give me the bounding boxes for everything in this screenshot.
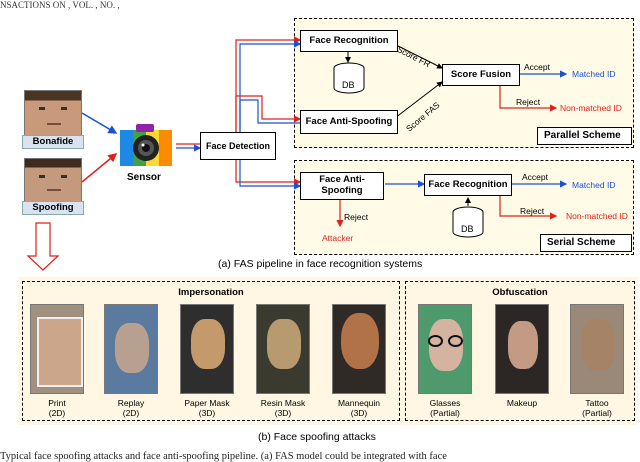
reject-parallel-label: Reject [516, 97, 541, 107]
matched-id-serial: Matched ID [572, 180, 616, 190]
makeup-attack-image [495, 304, 549, 394]
db-parallel-icon [332, 62, 366, 99]
paper-mask-attack-image [180, 304, 234, 394]
camera-sensor-icon [116, 120, 176, 175]
serial-scheme-label: Serial Scheme [540, 234, 632, 252]
caption-b: (b) Face spoofing attacks [258, 431, 376, 443]
replay-label: Replay(2D) [117, 398, 145, 419]
fas-serial-line2: Spoofing [321, 185, 363, 196]
tattoo-label: Tattoo(Partial) [582, 398, 612, 419]
parallel-scheme-label: Parallel Scheme [537, 127, 632, 145]
fas-serial-line1: Face Anti- [319, 174, 365, 186]
sensor-label: Sensor [127, 172, 161, 183]
attacker-label: Attacker [322, 233, 354, 243]
face-anti-spoofing-serial-box: Face Anti- Spoofing [300, 172, 384, 200]
tattoo-attack-image [570, 304, 624, 394]
impersonation-title: Impersonation [178, 287, 244, 298]
glasses-label: Glasses(Partial) [429, 398, 461, 419]
face-anti-spoofing-parallel-box: Face Anti-Spoofing [300, 110, 398, 134]
print-label: Print(2D) [48, 398, 66, 419]
resin-mask-attack-image [256, 304, 310, 394]
glasses-attack-image [418, 304, 472, 394]
reject-serial-label: Reject [520, 206, 545, 216]
db-serial-label: DB [461, 224, 474, 234]
mannequin-label: Mannequin(3D) [337, 398, 381, 419]
makeup-label: Makeup [506, 398, 538, 408]
spoofing-label: Spoofing [22, 201, 84, 215]
print-attack-image [30, 304, 84, 394]
face-recognition-parallel-box: Face Recognition [300, 30, 398, 52]
impersonation-group [22, 281, 400, 421]
obfuscation-title: Obfuscation [492, 287, 548, 298]
obfuscation-group [405, 281, 635, 421]
matched-id-parallel: Matched ID [572, 69, 616, 79]
bonafide-face-image [24, 90, 82, 136]
spoofing-arrow [81, 153, 118, 183]
mannequin-attack-image [332, 304, 386, 394]
pipeline-connectors [26, 36, 568, 271]
db-parallel-label: DB [342, 80, 355, 90]
db-serial-icon [451, 206, 485, 243]
bonafide-label: Bonafide [22, 135, 84, 149]
page-header: NSACTIONS ON , VOL. , NO. , [0, 0, 120, 10]
face-recognition-serial-box: Face Recognition [424, 174, 512, 196]
spoofing-face-image [24, 158, 82, 202]
accept-parallel-label: Accept [524, 62, 550, 72]
nonmatched-id-parallel: Non-matched ID [560, 103, 622, 113]
accept-serial-label: Accept [522, 172, 548, 182]
reject-fas-label: Reject [344, 212, 369, 222]
resin-mask-label: Resin Mask(3D) [260, 398, 306, 419]
paper-mask-label: Paper Mask(3D) [184, 398, 230, 419]
figure-body-text: Typical face spoofing attacks and face a… [0, 451, 447, 462]
caption-a: (a) FAS pipeline in face recognition sys… [218, 258, 423, 270]
face-detection-box: Face Detection [200, 132, 276, 160]
replay-attack-image [104, 304, 158, 394]
nonmatched-id-serial: Non-matched ID [566, 211, 628, 221]
bonafide-arrow [81, 112, 118, 134]
score-fusion-box: Score Fusion [442, 64, 520, 86]
spoof-down-arrow [26, 222, 60, 271]
